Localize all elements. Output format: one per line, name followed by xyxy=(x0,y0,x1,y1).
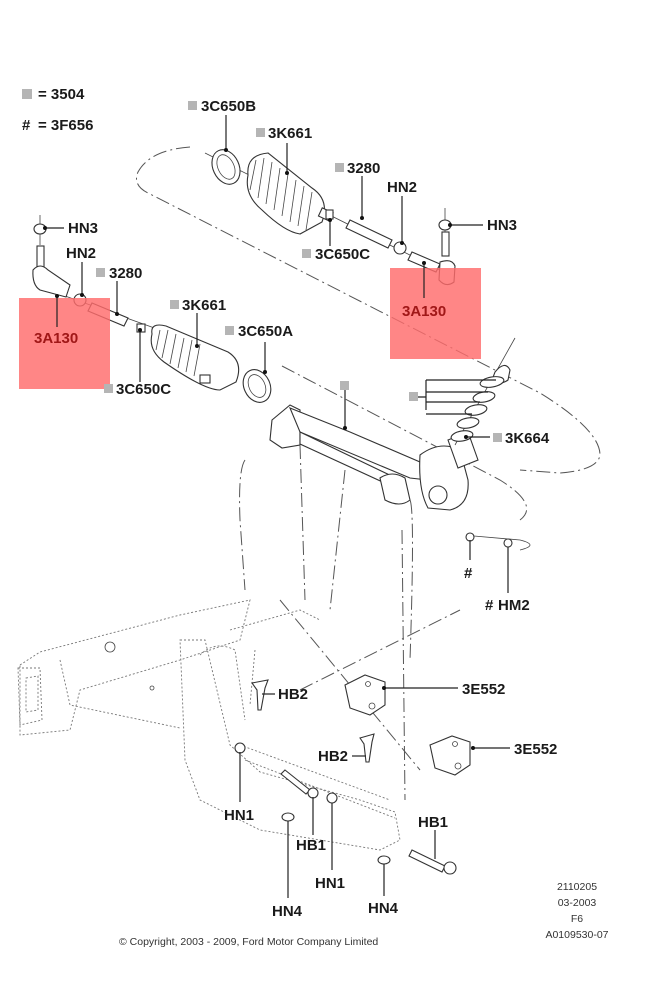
legend-hash-text: = 3F656 xyxy=(38,117,93,134)
label-3280-left: 3280 xyxy=(109,265,142,282)
bushing-mount-1 xyxy=(344,674,386,716)
highlight-3a130-right[interactable] xyxy=(390,268,481,359)
lower-group-outline xyxy=(281,365,528,521)
clip xyxy=(325,209,334,220)
upper-tie-rod-assembly xyxy=(204,149,456,286)
label-hb2-1: HB2 xyxy=(278,686,308,703)
doc-id: 2110205 xyxy=(557,881,597,893)
doc-revision: F6 xyxy=(571,913,583,925)
highlight-3a130-left[interactable] xyxy=(19,298,110,389)
jam-nut xyxy=(393,241,407,255)
nut-hn4 xyxy=(281,812,295,822)
bolt-hb2 xyxy=(359,733,375,763)
fastener-3f656 xyxy=(465,532,475,542)
legend-square-marker xyxy=(22,89,32,99)
label-3280-upper: 3280 xyxy=(347,160,380,177)
label-3k661-lower: 3K661 xyxy=(182,297,226,314)
inner-tie-rod xyxy=(345,219,393,249)
label-3e552-1: 3E552 xyxy=(462,681,505,698)
label-3c650c-lower: 3C650C xyxy=(116,381,171,398)
legend-hash-symbol: # xyxy=(22,117,31,134)
label-hash-hm2-prefix: # xyxy=(485,597,494,614)
marker-rack-3504 xyxy=(340,381,349,390)
legend-square-text: = 3504 xyxy=(38,86,85,103)
callout-labels: 3C650B 3K661 3280 HN2 HN3 3C650C 3A130 H… xyxy=(34,98,557,920)
fastener-hm2 xyxy=(503,538,513,548)
label-hn4-1: HN4 xyxy=(272,903,303,920)
label-hn2-upper: HN2 xyxy=(387,179,417,196)
label-3k664: 3K664 xyxy=(505,430,550,447)
nut-hn1 xyxy=(234,742,246,754)
label-hn3-left: HN3 xyxy=(68,220,98,237)
label-hn4-2: HN4 xyxy=(368,900,399,917)
steering-rack-housing xyxy=(269,404,479,511)
label-hn3-upper: HN3 xyxy=(487,217,517,234)
copyright-notice: © Copyright, 2003 - 2009, Ford Motor Com… xyxy=(119,936,378,948)
doc-date: 03-2003 xyxy=(558,897,597,909)
bolt-hb2 xyxy=(251,679,269,711)
subframe-crossmember xyxy=(17,444,461,851)
label-3a130-right[interactable]: 3A130 xyxy=(402,303,446,320)
marker-seals-3504 xyxy=(409,392,418,401)
label-3c650a: 3C650A xyxy=(238,323,293,340)
label-hb1-2: HB1 xyxy=(418,814,448,831)
nut-hn4 xyxy=(377,855,391,865)
steering-boot xyxy=(246,152,325,235)
doc-figure-number: A0109530-07 xyxy=(545,929,608,941)
nut-hn1 xyxy=(326,792,338,804)
label-hb2-2: HB2 xyxy=(318,748,348,765)
label-3c650b: 3C650B xyxy=(201,98,256,115)
bolt-hb1 xyxy=(408,849,446,873)
callout-leaders xyxy=(43,115,510,898)
label-hash-fastener: # xyxy=(464,565,473,582)
label-hm2: HM2 xyxy=(498,597,530,614)
boot-clamp-ring xyxy=(211,149,241,185)
label-3e552-2: 3E552 xyxy=(514,741,557,758)
legend: = 3504 # = 3F656 xyxy=(22,86,93,134)
assembly-group-outline xyxy=(136,146,601,474)
label-3c650c-upper: 3C650C xyxy=(315,246,370,263)
label-3a130-left[interactable]: 3A130 xyxy=(34,330,78,347)
label-hn1-1: HN1 xyxy=(224,807,254,824)
document-info: 2110205 03-2003 F6 A0109530-07 xyxy=(545,881,608,941)
label-3k661-upper: 3K661 xyxy=(268,125,312,142)
bushing-mount-2 xyxy=(429,735,471,776)
label-hb1-1: HB1 xyxy=(296,837,326,854)
label-hn2-left: HN2 xyxy=(66,245,96,262)
label-hn1-2: HN1 xyxy=(315,875,345,892)
